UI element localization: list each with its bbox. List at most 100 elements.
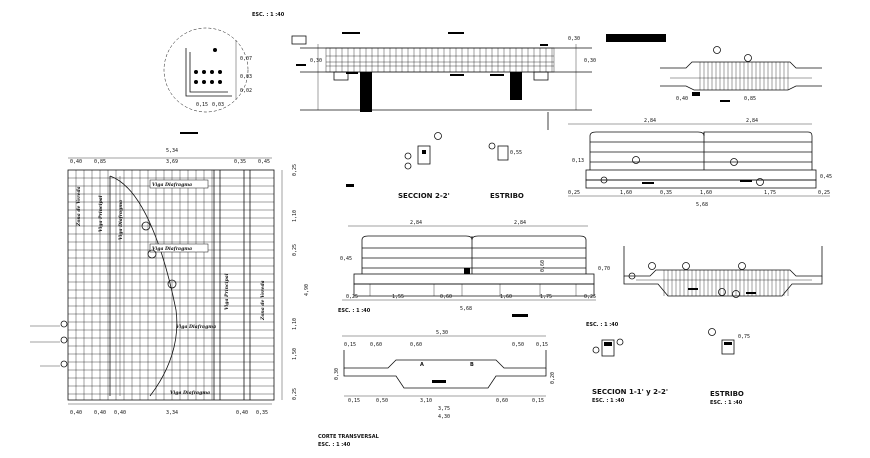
- cs-a: 0,15: [344, 342, 356, 348]
- plan-viga-diafragma-1: Viga Diafragma: [152, 182, 192, 188]
- tr-right-1: 0,70: [598, 266, 610, 272]
- tr-b: 2,84: [514, 220, 526, 226]
- plan-bot-f: 0,35: [256, 410, 268, 416]
- plan-bot-b: 0,40: [94, 410, 106, 416]
- rail-b6: 0,25: [818, 190, 830, 196]
- circ-dim-c: 0,02: [240, 88, 252, 94]
- estribo-2-title: ESTRIBO: [710, 390, 744, 398]
- cs-c: 0,60: [410, 342, 422, 348]
- plan-zona-vereda-1: Zona de Vereda: [76, 186, 82, 227]
- section-11: [623, 246, 823, 298]
- beam-dim-top-r: 0,30: [568, 36, 580, 42]
- plan-viga-diafragma-3: Viga Diafragma: [176, 324, 216, 330]
- plan-v8: 0,25: [292, 388, 298, 400]
- seccion-11-22-title: SECCION 1-1' y 2-2': [592, 388, 668, 396]
- plan-v3: 0,25: [292, 244, 298, 256]
- cs-bot-c: 3,10: [420, 398, 432, 404]
- tr-c: 0,25: [346, 294, 358, 300]
- rail-b4: 1,60: [700, 190, 712, 196]
- cross-section: 5,30 0,15 0,60 0,60 0,50 0,15 A B 0,30 0…: [318, 314, 556, 448]
- plan-v5: 1,10: [292, 318, 298, 330]
- rail-b2: 1,60: [620, 190, 632, 196]
- cs-d: 0,50: [512, 342, 524, 348]
- plan-v4: 4,90: [304, 284, 310, 296]
- corte-transversal: CORTE TRANSVERSAL: [318, 434, 380, 440]
- cs-h1: 0,30: [334, 368, 340, 380]
- esc-estribo2: ESC. : 1 :40: [710, 400, 743, 406]
- tr-e: 0,60: [440, 294, 452, 300]
- beam-dim-v2: 0,30: [584, 58, 596, 64]
- tr-vert-1: 0,60: [540, 260, 546, 272]
- estribo2-dim: 0,75: [738, 334, 750, 340]
- rail-h2: 0,13: [572, 158, 584, 164]
- rail-a: 2,84: [644, 118, 656, 124]
- circ-dim-e: 0,03: [212, 102, 224, 108]
- tr-total: 5,68: [460, 306, 472, 312]
- esc-transversal: ESC. : 1 :40: [318, 442, 351, 448]
- seccion-22-title: SECCION 2-2': [398, 192, 450, 200]
- cs-callout-b: B: [470, 362, 474, 368]
- cs-bot-total: 3,75: [438, 406, 450, 412]
- plan-v1: 0,25: [292, 164, 298, 176]
- esc-corte: ESC. : 1 :40: [338, 308, 371, 314]
- beam-dim-v1: 0,30: [310, 58, 322, 64]
- tr-d: 1,55: [392, 294, 404, 300]
- rail-b1: 0,25: [568, 190, 580, 196]
- plan-viga-principal: Viga Principal: [224, 273, 230, 310]
- plan-viga-diafragma-2: Viga Diafragma: [152, 246, 192, 252]
- estribo-dim-a: 0,55: [510, 150, 522, 156]
- tr-a: 2,84: [410, 220, 422, 226]
- plan-bot-d: 3,34: [166, 410, 178, 416]
- cs-b: 0,60: [370, 342, 382, 348]
- top-right-section: 0,40 0,85: [606, 34, 822, 102]
- plan-c: 3,69: [166, 159, 178, 165]
- cs-h2: 0,20: [550, 372, 556, 384]
- longitudinal-beam: 0,30 0,30 0,30: [291, 32, 596, 130]
- plan-v2: 1,10: [292, 210, 298, 222]
- cs-total: 5,30: [436, 330, 448, 336]
- cs-bot-d: 0,60: [496, 398, 508, 404]
- esc-section2: ESC. : 1 :40: [592, 398, 625, 404]
- plan-viga-diafragma-4: Viga Diafragma: [170, 390, 210, 396]
- cs-total2: 4,30: [438, 414, 450, 420]
- circ-dim-d: 0,15: [196, 102, 208, 108]
- tr-left-1: 0,45: [340, 256, 352, 262]
- slab-plan: 5,34 0,40 0,85 3,69 0,35 0,45 Viga Diafr…: [30, 148, 310, 416]
- seccion-11-22-detail: ESC. : 1 :40 SECCION 1-1' y 2-2' ESC. : …: [586, 322, 668, 404]
- plan-bot-a: 0,40: [70, 410, 82, 416]
- circ-dim-b: 0,03: [240, 74, 252, 80]
- plan-bot-c: 0,40: [114, 410, 126, 416]
- plan-total: 5,34: [166, 148, 178, 154]
- transverse-railing: 2,84 2,84 0,60 0,45 0,70 0,25 1,55 0,60 …: [338, 220, 610, 314]
- rail-r1: 0,45: [820, 174, 832, 180]
- circle-detail: 0,07 0,03 0,02 0,15 0,03: [163, 27, 252, 113]
- rail-total: 5,68: [696, 202, 708, 208]
- tr-dim-a: 0,40: [676, 96, 688, 102]
- plan-b: 0,85: [94, 159, 106, 165]
- tr-g: 1,75: [540, 294, 552, 300]
- cs-callout-a: A: [420, 362, 424, 368]
- plan-a: 0,40: [70, 159, 82, 165]
- plan-viga-diafragma-left: Viga Diafragma: [118, 200, 124, 240]
- plan-d: 0,35: [234, 159, 246, 165]
- circ-dim-a: 0,07: [240, 56, 252, 62]
- rail-b3: 0,35: [660, 190, 672, 196]
- tr-h: 0,25: [584, 294, 596, 300]
- cs-bot-e: 0,15: [532, 398, 544, 404]
- cs-bot-a: 0,15: [348, 398, 360, 404]
- estribo-1-title: ESTRIBO: [490, 192, 524, 200]
- plan-v7: 1,50: [292, 348, 298, 360]
- cs-e: 0,15: [536, 342, 548, 348]
- plan-viga-principal-left: Viga Principal: [98, 195, 104, 232]
- railing-elevation: 2,84 2,84 0,13 0,45 0,25 1,60 0,35 1,60 …: [568, 118, 832, 208]
- plan-e: 0,45: [258, 159, 270, 165]
- plan-zona-vereda-2: Zona de Vereda: [260, 280, 266, 321]
- esc-top-detail: ESC. : 1 :40: [252, 12, 285, 18]
- plan-bot-e: 0,40: [236, 410, 248, 416]
- seccion-22-detail: SECCION 2-2' 0,55 ESTRIBO: [346, 132, 524, 200]
- rail-b5: 1,75: [764, 190, 776, 196]
- rail-b: 2,84: [746, 118, 758, 124]
- tr-f: 1,60: [500, 294, 512, 300]
- estribo-2-detail: 0,75 ESTRIBO ESC. : 1 :40: [708, 328, 750, 406]
